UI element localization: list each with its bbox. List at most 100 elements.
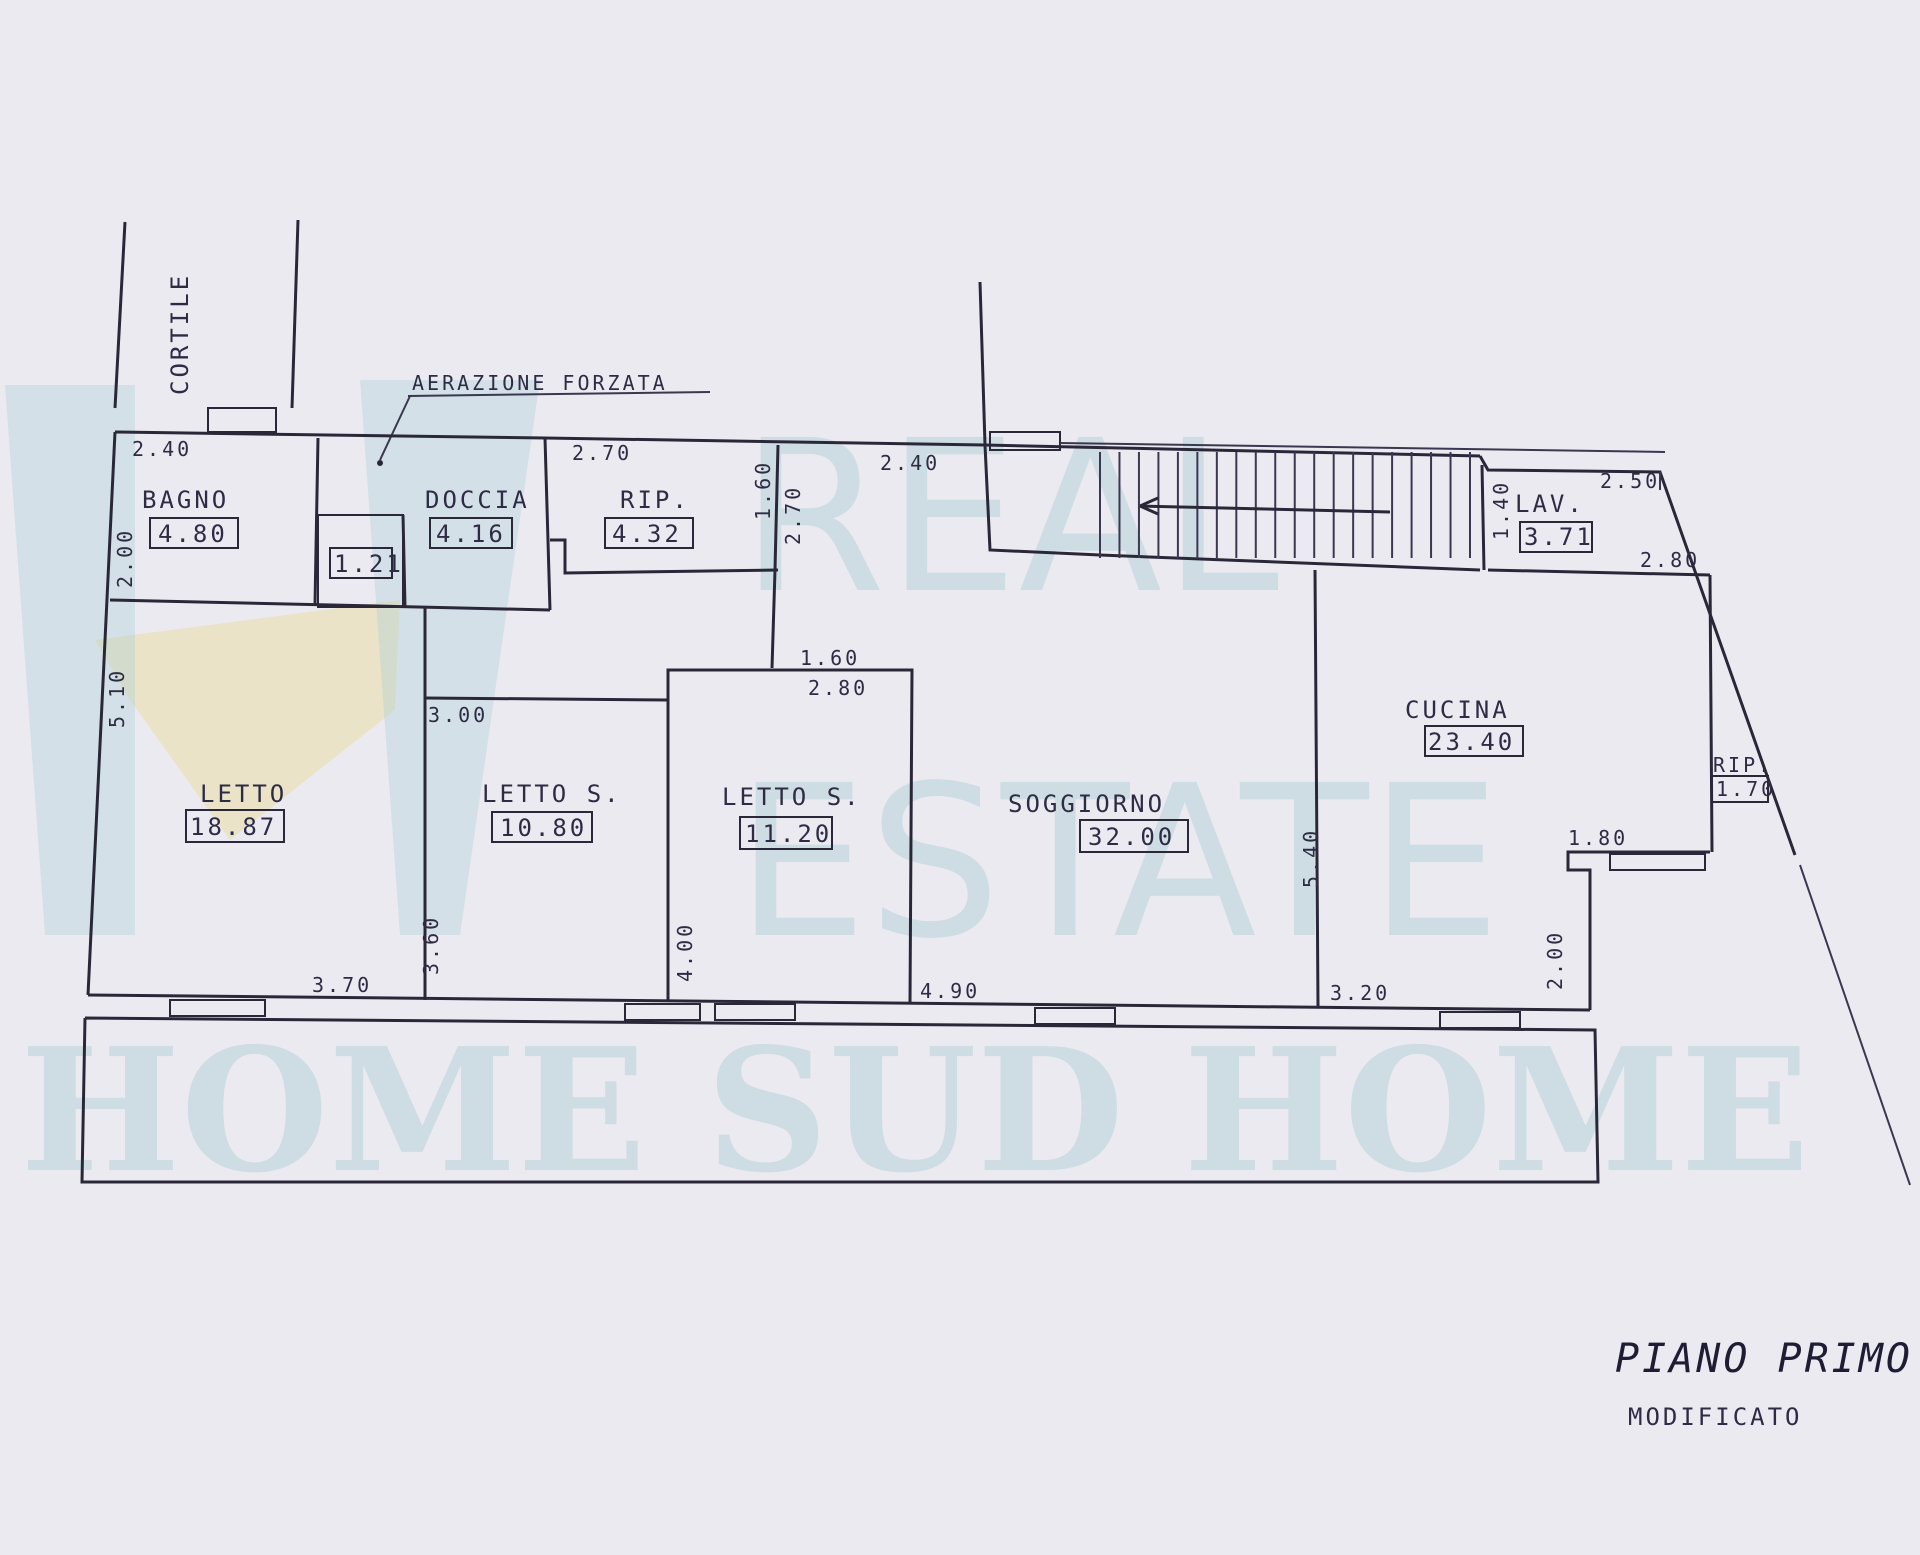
room-name-bagno: BAGNO: [142, 486, 229, 514]
window-letto-s2: [714, 1003, 796, 1021]
area-box-rip1: [604, 517, 694, 549]
wall-rip-right: [773, 444, 780, 571]
dim-ls1-width: 3.00: [428, 703, 488, 727]
wall-wc: [401, 514, 407, 608]
wall-corridor-right: [770, 569, 777, 669]
wall-cucina-top: [1487, 568, 1711, 577]
wall-right-angled: [1478, 455, 1797, 856]
dim-rip-height-2: 2.70: [781, 485, 805, 545]
area-box-letto-s2: [739, 816, 833, 850]
dim-letto-height: 5.10: [105, 668, 129, 728]
title-block: PIANO PRIMO MODIFICATO: [1615, 1336, 1913, 1431]
wall-rip-bottom: [550, 538, 779, 575]
wall-kitchen-step: [1566, 850, 1710, 1010]
dim-bagno-width: 2.40: [132, 437, 192, 461]
courtyard-wall-right: [290, 219, 300, 409]
bottom-windows: [169, 853, 1706, 1029]
dim-cucina-height: 5.40: [1299, 828, 1323, 888]
area-box-letto-s1: [491, 811, 593, 843]
area-box-wc: [329, 547, 393, 579]
watermark-text-brand: HOME SUD HOME: [20, 1011, 1810, 1211]
top-boundary-line: [1059, 442, 1666, 453]
dim-kitchen-step-height: 2.00: [1543, 930, 1567, 990]
ventilation-leader: [379, 395, 411, 461]
room-name-rip1: RIP.: [620, 486, 690, 514]
dim-lav-width: 2.50: [1600, 469, 1660, 493]
wall-bagno-doccia: [313, 437, 320, 606]
room-name-lav: LAV.: [1515, 490, 1585, 518]
room-name-letto-s2: LETTO S.: [722, 783, 862, 811]
area-box-bagno: [149, 517, 239, 549]
watermark-logo-bar: [5, 385, 135, 935]
room-area-rip1: 4.32: [612, 520, 682, 548]
watermark-text-estate: ESTATE: [735, 740, 1501, 985]
wall-left: [86, 431, 117, 996]
wall-doccia-rip: [543, 437, 552, 611]
room-area-letto: 18.87: [190, 813, 277, 841]
dim-ls2-height: 4.00: [673, 922, 697, 982]
wall-letto-s1-top: [424, 696, 669, 702]
wall-bath-bottom: [109, 598, 551, 612]
staircase: [1099, 452, 1471, 558]
area-box-soggiorno: [1079, 819, 1189, 853]
area-box-rip2: [1711, 775, 1769, 803]
wall-cucina-right: [1708, 574, 1714, 853]
dim-letto-width: 3.70: [312, 973, 372, 997]
ventilation-point: [377, 460, 383, 466]
room-name-letto: LETTO: [200, 780, 287, 808]
balcony-right-edge: [1799, 864, 1911, 1186]
area-box-lav: [1519, 521, 1593, 553]
room-area-letto-s1: 10.80: [500, 814, 587, 842]
window-letto-s1: [624, 1003, 701, 1021]
room-name-cucina: CUCINA: [1405, 696, 1510, 724]
area-box-letto: [185, 809, 285, 843]
stair-window: [989, 431, 1061, 451]
room-area-letto-s2: 11.20: [745, 820, 832, 848]
walls: [86, 281, 1797, 1012]
wall-top: [114, 430, 1481, 458]
room-name-doccia: DOCCIA: [425, 486, 530, 514]
dim-kitchen-step: 1.80: [1568, 826, 1628, 850]
dim-cucina-width: 2.80: [1640, 548, 1700, 572]
room-name-rip2: RIP.: [1713, 753, 1773, 777]
dim-ls2-top-1: 1.60: [800, 646, 860, 670]
watermark-text-real: REAL: [740, 395, 1279, 640]
dim-rip-width: 2.70: [572, 441, 632, 465]
room-area-soggiorno: 32.00: [1088, 823, 1175, 851]
area-box-doccia: [429, 517, 513, 549]
wall-sogg-cucina: [1313, 569, 1320, 1007]
balcony: [80, 864, 1911, 1186]
watermark-logo-bar-right: [360, 380, 540, 935]
room-area-lav: 3.71: [1524, 523, 1594, 551]
window-kitchen-step: [1609, 853, 1706, 871]
dim-ls1-height: 3.60: [419, 915, 443, 975]
watermark-logo: [5, 380, 540, 935]
courtyard-wall-left: [113, 221, 127, 409]
dim-cucina-bottom: 3.20: [1330, 981, 1390, 1005]
dim-lav-height: 1.40: [1489, 480, 1513, 540]
courtyard: CORTILE: [113, 219, 300, 433]
wall-letto-s2: [666, 668, 914, 1003]
floor-title: PIANO PRIMO: [1615, 1336, 1913, 1382]
watermark-accent-shape: [95, 600, 400, 840]
balcony-outline: [80, 1016, 1600, 1184]
dimension-labels: 2.40 2.70 2.40 2.50 2.80 2.00 1.60 2.70 …: [105, 437, 1700, 1005]
ventilation-note: AERAZIONE FORZATA: [377, 371, 711, 466]
ventilation-label: AERAZIONE FORZATA: [412, 371, 668, 395]
room-area-bagno: 4.80: [158, 520, 228, 548]
room-area-doccia: 4.16: [436, 520, 506, 548]
ventilation-underline: [407, 391, 711, 397]
room-area-cucina: 23.40: [1428, 728, 1515, 756]
room-name-soggiorno: SOGGIORNO: [1008, 790, 1165, 818]
room-area-rip2: 1.70: [1716, 777, 1776, 801]
dim-bagno-height: 2.00: [113, 528, 137, 588]
room-labels: BAGNO 4.80 1.21 DOCCIA 4.16 RIP. 4.32 LA…: [142, 486, 1776, 853]
dim-corridor-width: 2.40: [880, 451, 940, 475]
wall-stair-right: [1480, 464, 1486, 571]
courtyard-window: [207, 407, 277, 433]
window-soggiorno: [1034, 1007, 1116, 1025]
area-box-cucina: [1424, 725, 1524, 757]
wall-stair-bottom: [983, 444, 1481, 572]
